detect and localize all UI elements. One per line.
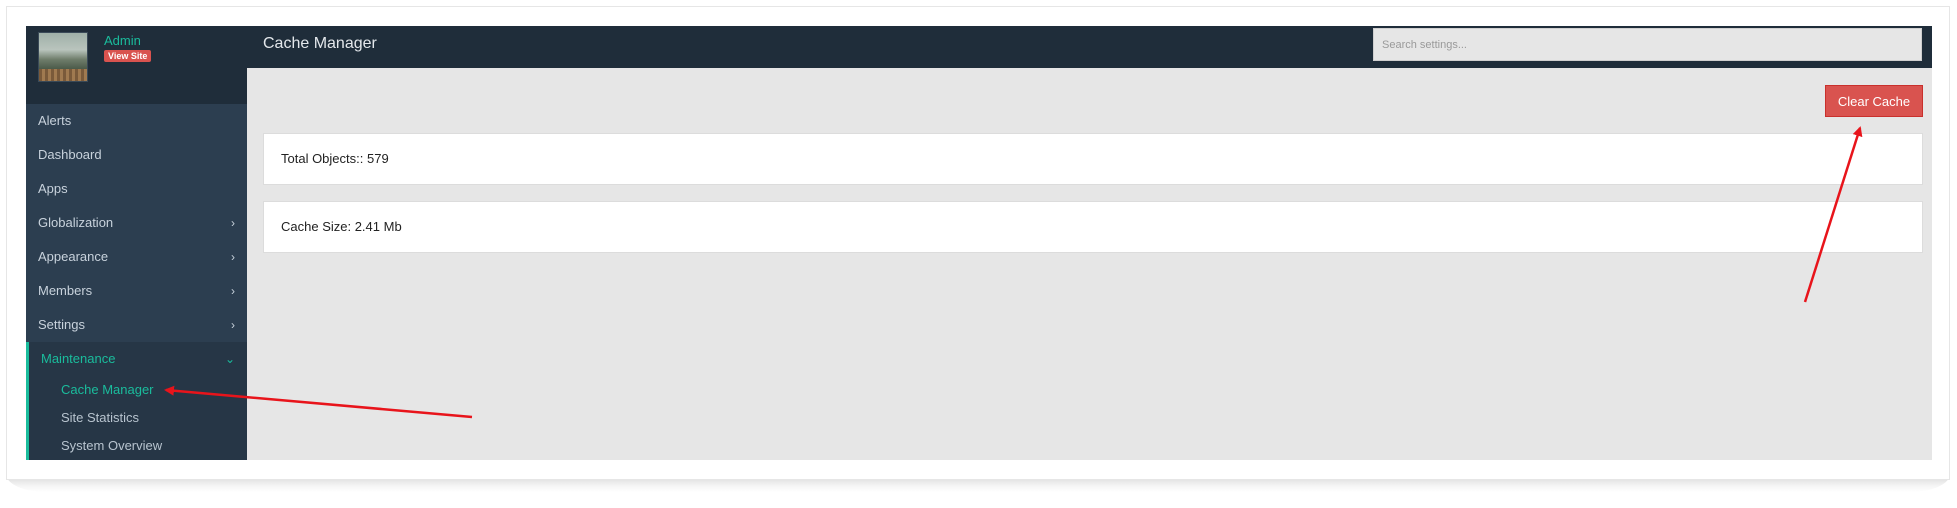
sidebar-nav: Alerts Dashboard Apps Globalization › Ap…: [26, 104, 247, 460]
sidebar-item-maintenance[interactable]: Maintenance ⌄: [29, 342, 247, 376]
sidebar-subitem-cache-manager[interactable]: Cache Manager: [61, 382, 154, 397]
sidebar-subitem-site-statistics[interactable]: Site Statistics: [61, 410, 140, 425]
sidebar-item-label: Members: [38, 283, 93, 298]
sidebar-item-dashboard[interactable]: Dashboard: [26, 138, 247, 172]
sidebar-subitem-system-overview[interactable]: System Overview: [61, 438, 163, 453]
sidebar-item-label: Maintenance: [41, 351, 116, 366]
total-objects-card: Total Objects:: 579: [263, 133, 1923, 185]
sidebar-item-label: Apps: [38, 181, 68, 196]
avatar: [38, 32, 88, 82]
sidebar-item-appearance[interactable]: Appearance ›: [26, 240, 247, 274]
clear-cache-button[interactable]: Clear Cache: [1825, 85, 1923, 117]
chevron-right-icon: ›: [231, 216, 235, 230]
chevron-right-icon: ›: [231, 318, 235, 332]
page-title: Cache Manager: [263, 35, 377, 52]
chevron-right-icon: ›: [231, 250, 235, 264]
sidebar-group-maintenance: Maintenance ⌄ Cache Manager Site Statist…: [26, 342, 247, 460]
search-input[interactable]: [1373, 28, 1922, 61]
admin-app: Admin View Site Alerts Dashboard Apps Gl…: [26, 26, 1932, 460]
sidebar-item-members[interactable]: Members ›: [26, 274, 247, 308]
view-site-button[interactable]: View Site: [104, 50, 152, 62]
chevron-down-icon: ⌄: [224, 352, 235, 366]
sidebar-item-label: Settings: [38, 317, 85, 332]
sidebar: Admin View Site Alerts Dashboard Apps Gl…: [26, 26, 247, 460]
cache-size-card: Cache Size: 2.41 Mb: [263, 201, 1923, 253]
sidebar-item-label: Appearance: [38, 249, 109, 264]
sidebar-item-alerts[interactable]: Alerts: [26, 104, 247, 138]
cache-size-text: Cache Size: 2.41 Mb: [281, 219, 402, 234]
sidebar-item-globalization[interactable]: Globalization ›: [26, 206, 247, 240]
sidebar-item-label: Dashboard: [38, 147, 102, 162]
top-bar: Cache Manager: [247, 26, 1932, 68]
sidebar-item-label: Globalization: [38, 215, 114, 230]
total-objects-text: Total Objects:: 579: [281, 151, 389, 166]
admin-name-link[interactable]: Admin: [104, 33, 141, 48]
main-content: Clear Cache Total Objects:: 579 Cache Si…: [247, 68, 1932, 460]
sidebar-item-settings[interactable]: Settings ›: [26, 308, 247, 342]
sidebar-item-label: Alerts: [38, 113, 72, 128]
profile-panel: Admin View Site: [26, 26, 247, 104]
sidebar-item-apps[interactable]: Apps: [26, 172, 247, 206]
chevron-right-icon: ›: [231, 284, 235, 298]
